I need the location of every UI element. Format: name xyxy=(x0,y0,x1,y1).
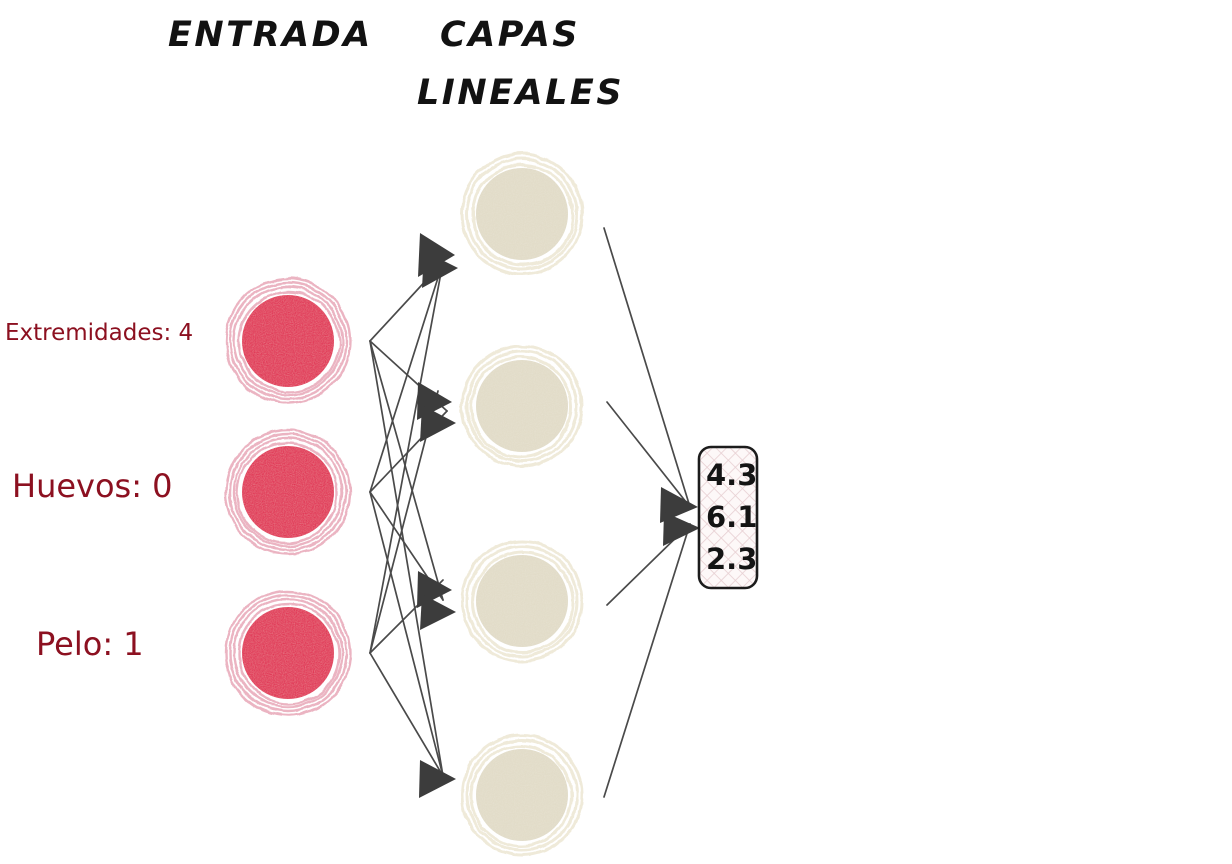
arrowhead-h1-b xyxy=(420,405,456,442)
edge-h1-out xyxy=(606,401,691,508)
input-label-extremidades: Extremidades: 4 xyxy=(5,320,194,346)
hidden-nodes xyxy=(460,152,584,857)
arrowhead-out-b xyxy=(663,512,700,546)
arrowheads-hidden xyxy=(417,233,458,798)
edge-i0-h3 xyxy=(369,340,444,777)
input-node-2[interactable] xyxy=(224,589,352,717)
edge-i0-h2 xyxy=(369,340,444,601)
arrowhead-h3-a xyxy=(419,760,456,798)
arrowhead-h0-b xyxy=(422,251,458,288)
input-label-pelo: Pelo: 1 xyxy=(36,625,144,663)
edge-h3-out xyxy=(603,523,691,798)
output-box-frame xyxy=(697,445,759,590)
hidden-node-2[interactable] xyxy=(460,539,584,663)
input-nodes xyxy=(224,277,352,717)
hidden-node-0[interactable] xyxy=(460,152,584,276)
output-value-2: 2.3 xyxy=(706,542,758,576)
header-capas-line2: LINEALES xyxy=(417,73,625,113)
hidden-node-3[interactable] xyxy=(460,733,584,857)
edge-i2-h0 xyxy=(369,261,444,654)
edge-i2-h3 xyxy=(369,652,444,777)
input-node-1[interactable] xyxy=(224,428,352,556)
output-value-1: 6.1 xyxy=(706,500,758,534)
edge-i1-h3 xyxy=(369,491,444,777)
arrowhead-out-a xyxy=(660,487,698,523)
edges-input-to-hidden xyxy=(369,261,448,777)
edge-h0-out xyxy=(603,227,691,508)
header-entrada: ENTRADA xyxy=(168,15,373,55)
header-capas-line1: CAPAS xyxy=(440,15,581,55)
output-box[interactable] xyxy=(697,445,759,590)
hidden-node-1[interactable] xyxy=(460,344,584,468)
input-node-0[interactable] xyxy=(224,277,352,405)
arrowhead-h2-b xyxy=(420,594,456,630)
output-value-0: 4.3 xyxy=(706,458,758,492)
arrowheads-output xyxy=(660,487,700,546)
edge-i1-h0 xyxy=(369,261,444,493)
input-label-huevos: Huevos: 0 xyxy=(12,467,173,505)
